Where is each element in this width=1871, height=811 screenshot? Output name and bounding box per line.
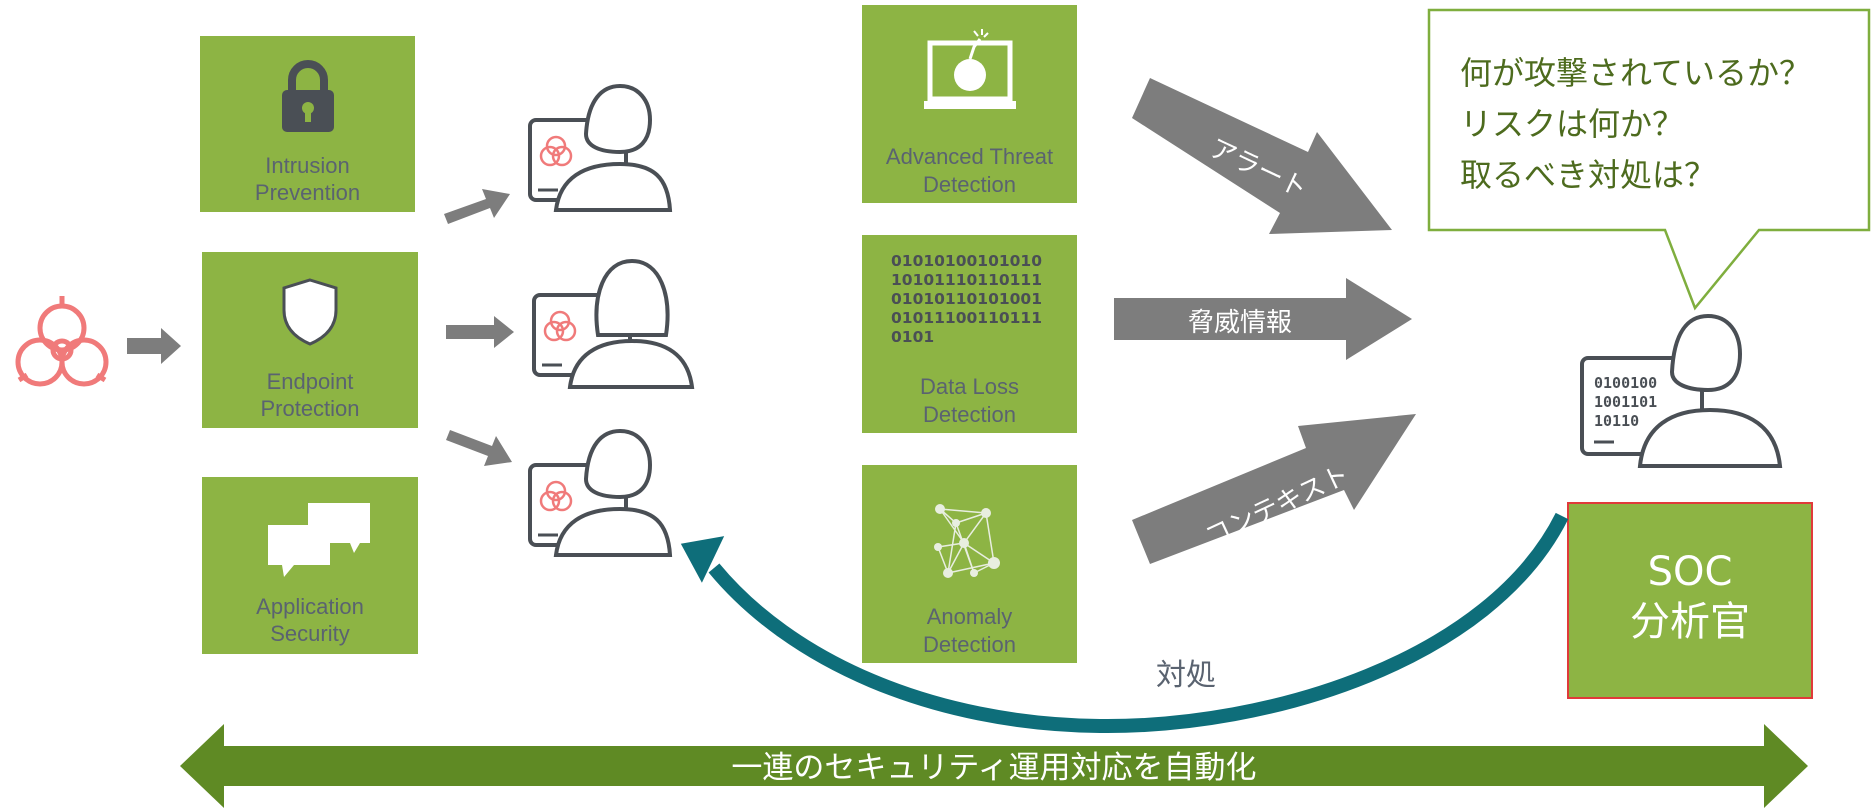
- box-label: Anomaly: [926, 604, 1013, 629]
- box-label: Prevention: [254, 180, 361, 205]
- user-computer-icon: [532, 258, 695, 389]
- threat-intel-arrow-label: 脅威情報: [1188, 308, 1293, 338]
- threat-entry-arrow: [127, 328, 181, 364]
- response-label: 対処: [1156, 658, 1216, 693]
- biohazard-icon: [15, 296, 109, 387]
- box-label: Endpoint: [266, 369, 354, 394]
- box-label: Advanced Threat: [885, 144, 1054, 169]
- shield-icon: [282, 278, 338, 346]
- arrow-to-user-2: [446, 316, 514, 348]
- data-loss-detection-box: 01010100101010 10101110110111 0101011010…: [862, 235, 1077, 433]
- response-arrow: [680, 512, 1569, 734]
- analyst-screen-binary: 0100100 1001101 10110: [1594, 374, 1658, 430]
- chat-bubbles-icon: [268, 503, 370, 577]
- intrusion-prevention-box: Intrusion Prevention: [200, 36, 415, 212]
- box-label: Detection: [923, 402, 1016, 427]
- threat-intel-arrow: [1114, 278, 1412, 360]
- monitor-bomb-icon: [924, 29, 1016, 109]
- box-label: Detection: [923, 632, 1016, 657]
- soc-label: SOC: [1647, 549, 1733, 595]
- soc-analyst-box: SOC 分析官: [1567, 502, 1813, 699]
- soc-analyst-computer-icon: [1580, 313, 1783, 468]
- bubble-questions: 何が攻撃されているか？ リスクは何か？ 取るべき対処は？: [1460, 54, 1812, 194]
- automation-banner-arrow: [180, 724, 1808, 808]
- anomaly-detection-box: Anomaly Detection: [862, 465, 1077, 663]
- box-label: Security: [270, 621, 350, 646]
- user-computer-icon: [528, 83, 673, 212]
- advanced-threat-detection-box: Advanced Threat Detection: [862, 5, 1077, 203]
- user-computer-icon: [528, 428, 673, 557]
- box-label: Intrusion: [265, 153, 350, 178]
- application-security-box: Application Security: [202, 477, 418, 654]
- box-label: Protection: [260, 396, 360, 421]
- speech-bubble: [1427, 8, 1871, 311]
- arrow-to-user-3: [446, 430, 512, 466]
- box-label: Data Loss: [919, 374, 1020, 399]
- padlock-icon: [282, 60, 334, 132]
- box-label: Detection: [923, 172, 1016, 197]
- arrow-to-user-1: [444, 189, 510, 224]
- analyst-label: 分析官: [1630, 599, 1750, 645]
- context-arrow: [1132, 414, 1416, 564]
- network-graph-icon: [934, 504, 1000, 578]
- box-label: Application: [256, 594, 364, 619]
- endpoint-protection-box: Endpoint Protection: [202, 252, 418, 428]
- alert-arrow: [1132, 78, 1392, 234]
- binary-data-text: 01010100101010 10101110110111 0101011010…: [891, 252, 1042, 346]
- automation-banner-label: 一連のセキュリティ運用対応を自動化: [731, 750, 1257, 786]
